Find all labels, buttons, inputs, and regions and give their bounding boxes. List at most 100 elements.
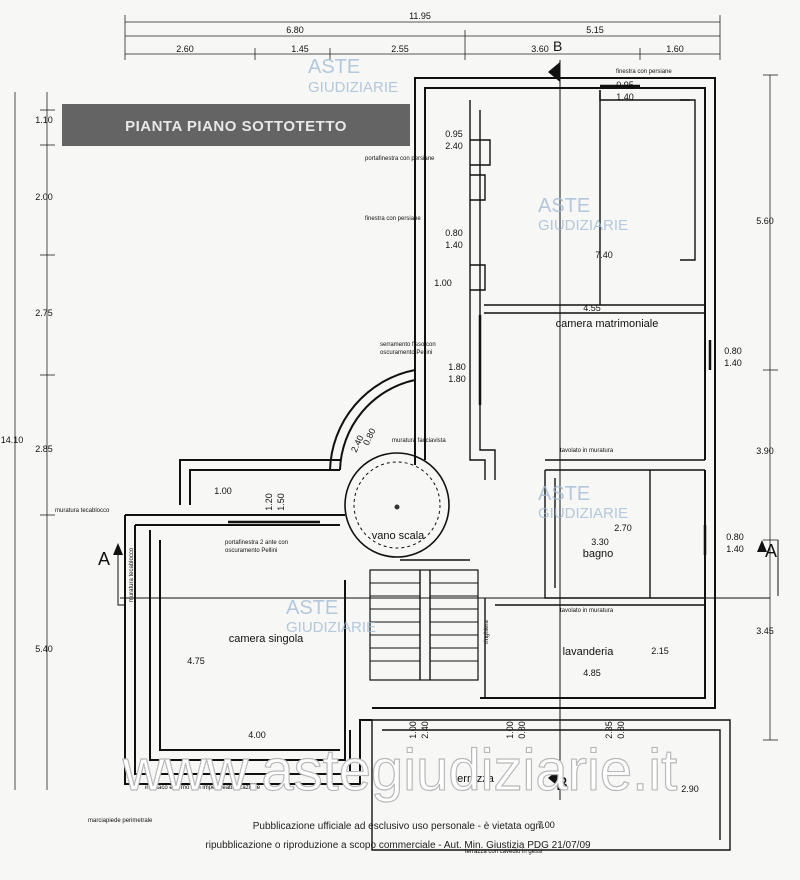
note-portafinestra-2-ante-2: oscuramento Pellini: [225, 548, 277, 554]
opening-serramento-h: 1.80: [448, 374, 466, 384]
dim-left-1: 1.10: [35, 115, 53, 125]
stair-treads: [370, 582, 478, 662]
svg-text:GIUDIZIARIE: GIUDIZIARIE: [538, 505, 628, 522]
dim-bagno-270: 2.70: [614, 523, 632, 533]
watermark-url: www.astegiudiziarie.it: [122, 738, 677, 803]
opening-finestra-w: 0.80: [445, 228, 463, 238]
opening-right-window-h: 1.40: [724, 358, 742, 368]
section-b-top-label: B: [553, 38, 562, 54]
svg-text:ASTE: ASTE: [286, 597, 338, 619]
opening-portafinestra-h: 2.40: [445, 141, 463, 151]
note-marciapiede: marciapiede perimetrale: [88, 818, 153, 824]
watermark-logo-1: ASTE GIUDIZIARIE: [308, 56, 398, 96]
opening-serramento-w: 1.80: [448, 362, 466, 372]
note-muratura-tecablocco: muratura tecablocco: [55, 508, 110, 514]
dim-room-height-740: 7.40: [595, 250, 613, 260]
dim-room-width-400: 4.00: [248, 730, 266, 740]
svg-text:GIUDIZIARIE: GIUDIZIARIE: [538, 217, 628, 234]
opening-bottom-c-w: 2.35: [604, 721, 614, 739]
dim-room-height-475: 4.75: [187, 656, 205, 666]
opening-portafinestra-left-h: 1.50: [276, 493, 286, 511]
room-lavanderia: lavanderia: [563, 646, 615, 658]
section-b-bottom-label: B: [556, 774, 568, 794]
right-dimension-lines: [763, 74, 778, 741]
watermark-logo-2: ASTE GIUDIZIARIE: [538, 195, 628, 234]
opening-right-window-w: 0.80: [724, 346, 742, 356]
note-finestra-persiane-mid: finestra con persiane: [365, 216, 421, 222]
plan-notes: finestra con persiane portafinestra con …: [55, 69, 672, 855]
dim-left-2: 2.00: [35, 192, 53, 202]
dim-left-3: 2.75: [35, 308, 53, 318]
dim-left-group: 6.80: [286, 25, 304, 35]
opening-finestra-h: 1.40: [445, 240, 463, 250]
plan-title: PIANTA PIANO SOTTOTETTO: [125, 118, 347, 135]
opening-stair-w: 0.80: [361, 427, 377, 447]
dim-width-100-left: 1.00: [214, 486, 232, 496]
dim-top-1: 2.60: [176, 44, 194, 54]
dim-top-4: 3.60: [531, 44, 549, 54]
svg-text:ASTE: ASTE: [538, 483, 590, 505]
note-tavolato-top: tavolato in muratura: [560, 448, 614, 454]
dim-terrazza-290: 2.90: [681, 784, 699, 794]
opening-top-right-h: 1.40: [616, 92, 634, 102]
svg-text:GIUDIZIARIE: GIUDIZIARIE: [308, 79, 398, 96]
note-portafinestra-persiane: portafinestra con persiane: [365, 156, 435, 162]
opening-bottom-a-h: 2.40: [420, 721, 430, 739]
note-muratura-vertical: muratura tecablocco: [129, 547, 135, 602]
opening-bottom-b-w: 1.00: [505, 721, 515, 739]
opening-bagno-window-h: 1.40: [726, 544, 744, 554]
section-a-left-label: A: [98, 549, 110, 569]
dim-right-2: 3.90: [756, 446, 774, 456]
footer-line-1: Pubblicazione ufficiale ad esclusivo uso…: [253, 821, 544, 832]
stair-tower-curve: [329, 369, 450, 558]
note-serramento-1: serramento fisso con: [380, 342, 436, 348]
top-dimension-lines: [124, 15, 721, 60]
left-dimension-lines: [14, 92, 55, 790]
opening-bottom-a-w: 1.00: [408, 721, 418, 739]
terrace-outline: [371, 719, 731, 851]
watermark-logo-4: ASTE GIUDIZIARIE: [286, 597, 376, 636]
room-camera-matrimoniale: camera matrimoniale: [556, 318, 659, 330]
opening-bottom-b-h: 0.80: [517, 721, 527, 739]
opening-portafinestra-w: 0.95: [445, 129, 463, 139]
stair-center-point: [394, 504, 400, 510]
room-bagno: bagno: [583, 548, 614, 560]
dim-right-group: 5.15: [586, 25, 604, 35]
dim-right-1: 5.60: [756, 216, 774, 226]
dim-total-height: 14.10: [1, 435, 24, 445]
dim-left-4: 2.85: [35, 444, 53, 454]
section-arrows: [113, 62, 767, 788]
room-terrazza: terrazza: [454, 773, 495, 785]
room-vano-scala: vano scala: [372, 530, 425, 542]
dim-terrazza-700: 7.00: [537, 820, 555, 830]
note-terrazza-cavedio: terrazza con cavedio in gessi: [465, 849, 542, 855]
svg-text:ASTE: ASTE: [308, 56, 360, 78]
dim-total-width: 11.95: [409, 11, 431, 21]
opening-dimensions: 0.95 1.40 0.95 2.40 0.80 1.40 1.80 1.80 …: [264, 80, 744, 739]
opening-bagno-window-w: 0.80: [726, 532, 744, 542]
dim-room-width-455: 4.55: [583, 303, 601, 313]
interior-walls: [369, 90, 705, 698]
note-finestra-persiane-top: finestra con persiane: [616, 69, 672, 75]
dim-right-3: 3.45: [756, 626, 774, 636]
title-background: [62, 104, 410, 146]
dim-lavanderia-215: 2.15: [651, 646, 669, 656]
note-intonaco: intonaco esterno con impermeabilizzazion…: [145, 785, 261, 791]
svg-text:GIUDIZIARIE: GIUDIZIARIE: [286, 619, 376, 636]
footer-line-2: ripubblicazione o riproduzione a scopo c…: [205, 840, 591, 851]
opening-portafinestra-left-w: 1.20: [264, 493, 274, 511]
dim-top-5: 1.60: [666, 44, 684, 54]
note-serramento-2: oscuramento Pellini: [380, 350, 432, 356]
note-tavolato-bottom: tavolato in muratura: [560, 608, 614, 614]
window-markers: [228, 84, 712, 555]
section-a-right-label: A: [765, 541, 777, 561]
dim-lavanderia-485: 4.85: [583, 668, 601, 678]
section-lines: [117, 60, 779, 800]
dim-bagno-330: 3.30: [591, 537, 609, 547]
dim-top-2: 1.45: [291, 44, 309, 54]
opening-top-right-w: 0.95: [616, 80, 634, 90]
note-muratura-facciavista: muratura facciavista: [392, 438, 446, 444]
watermark-logo-3: ASTE GIUDIZIARIE: [538, 483, 628, 522]
exterior-walls: [124, 77, 716, 785]
